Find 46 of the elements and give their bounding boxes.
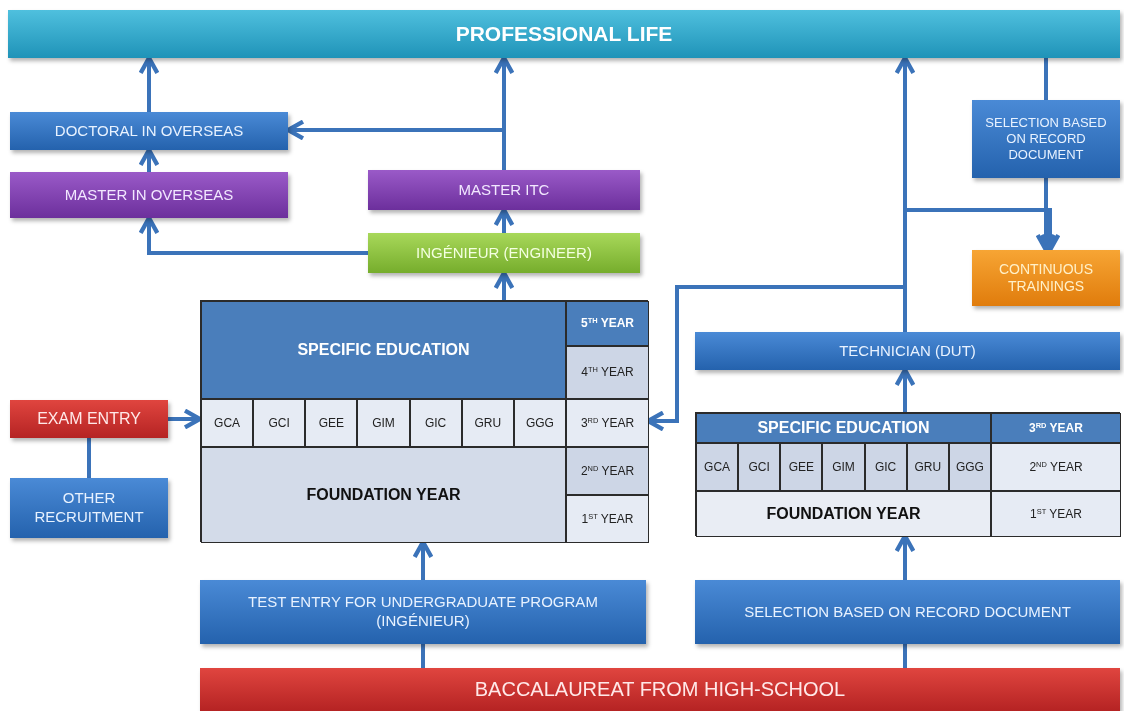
table-cell: FOUNDATION YEAR (201, 447, 566, 543)
table-cell: GCI (253, 399, 306, 447)
table-cell: GGG (513, 399, 566, 447)
table-cell: 1$^{ST}$ YEAR (566, 495, 649, 543)
program-table (200, 300, 648, 542)
connector-line (903, 644, 907, 668)
table-cell: GCA (201, 399, 254, 447)
table-cell: GIM (357, 399, 410, 447)
table-cell: SPECIFIC EDUCATION (201, 301, 566, 399)
table-cell: 3$^{RD}$ YEAR (991, 413, 1121, 443)
table-cell: 2$^{ND}$ YEAR (566, 447, 649, 495)
table-cell: GCA (696, 443, 739, 491)
stage-box: MASTER IN OVERSEAS (10, 172, 288, 218)
table-cell: SPECIFIC EDUCATION (696, 413, 991, 443)
table-cell: 5$^{TH}$ YEAR (566, 301, 649, 346)
table-cell: GRU (461, 399, 514, 447)
table-cell: 3$^{RD}$ YEAR (566, 399, 649, 447)
arrow (1035, 178, 1057, 253)
stage-box: OTHER RECRUITMENT (10, 478, 168, 538)
connector-line (1044, 58, 1048, 100)
table-cell: GEE (305, 399, 358, 447)
table-cell: GIC (409, 399, 462, 447)
table-cell: GRU (906, 443, 949, 491)
stage-box: TEST ENTRY FOR UNDERGRADUATE PROGRAM (INGÉNIEUR) (200, 580, 646, 644)
stage-box: CONTINUOUS TRAININGS (972, 250, 1120, 306)
stage-box: SELECTION BASED ON RECORD DOCUMENT (695, 580, 1120, 644)
connector-line (87, 438, 91, 478)
stage-banner: BACCALAUREAT FROM HIGH-SCHOOL (200, 668, 1120, 711)
connector-line (421, 644, 425, 668)
table-cell: 2$^{ND}$ YEAR (991, 443, 1121, 491)
table-cell: FOUNDATION YEAR (696, 491, 991, 537)
table-cell: GEE (780, 443, 823, 491)
table-cell: GIC (864, 443, 907, 491)
table-cell: GCI (738, 443, 781, 491)
stage-banner: PROFESSIONAL LIFE (8, 10, 1120, 58)
table-cell: GIM (822, 443, 865, 491)
stage-box: TECHNICIAN (DUT) (695, 332, 1120, 370)
stage-box: MASTER ITC (368, 170, 640, 210)
table-cell: 1$^{ST}$ YEAR (991, 491, 1121, 537)
stage-box: SELECTION BASED ON RECORD DOCUMENT (972, 100, 1120, 178)
stage-box: EXAM ENTRY (10, 400, 168, 438)
stage-box: INGÉNIEUR (ENGINEER) (368, 233, 640, 273)
table-cell: 4$^{TH}$ YEAR (566, 346, 649, 399)
stage-box: DOCTORAL IN OVERSEAS (10, 112, 288, 150)
table-cell: GGG (948, 443, 991, 491)
program-table (695, 412, 1120, 536)
